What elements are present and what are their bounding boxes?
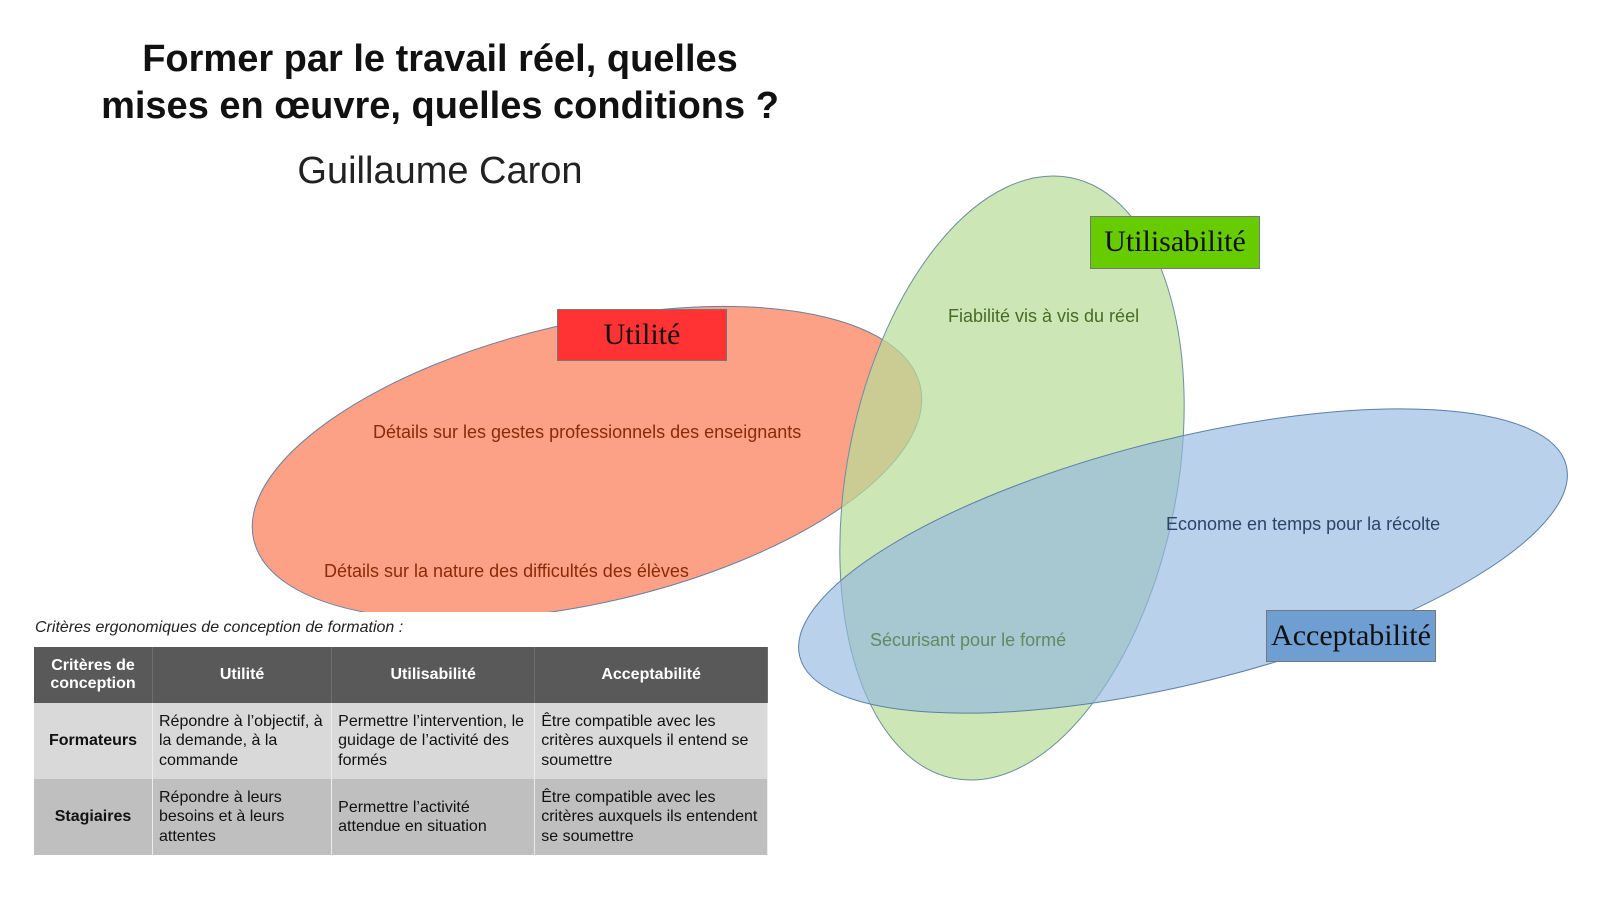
table-cell: Permettre l’activité attendue en situati…: [331, 779, 536, 855]
utilite-item-2: Détails sur la nature des difficultés de…: [324, 561, 689, 581]
utilisabilite-item-1: Fiabilité vis à vis du réel: [948, 306, 1140, 326]
table-header-row: Critères de conception Utilité Utilisabi…: [34, 647, 768, 703]
acceptabilite-item-1: Econome en temps pour la récolte: [1166, 514, 1441, 534]
author-name: Guillaume Caron: [297, 150, 583, 192]
table-row: Stagiaires Répondre à leurs besoins et à…: [34, 779, 768, 855]
intersection-item: Sécurisant pour le formé: [870, 630, 1067, 650]
table-cell: Permettre l’intervention, le guidage de …: [331, 703, 536, 779]
table-cell: Être compatible avec les critères auxque…: [534, 779, 768, 855]
table-cell: Répondre à l’objectif, à la demande, à l…: [152, 703, 333, 779]
utilisabilite-label: Utilisabilité: [1090, 216, 1260, 269]
header-acceptabilite: Acceptabilité: [534, 647, 768, 703]
utilite-item-1: Détails sur les gestes professionnels de…: [373, 422, 802, 442]
utilite-label: Utilité: [557, 309, 727, 361]
acceptabilite-label: Acceptabilité: [1266, 610, 1436, 662]
criteria-table: Critères de conception Utilité Utilisabi…: [34, 647, 768, 855]
title-line-1: Former par le travail réel, quelles: [142, 38, 738, 80]
table-cell: Répondre à leurs besoins et à leurs atte…: [152, 779, 333, 855]
acceptabilite-ellipse: [798, 408, 1568, 714]
row-header: Formateurs: [34, 703, 153, 779]
table-row: Formateurs Répondre à l’objectif, à la d…: [34, 703, 768, 779]
header-utilisabilite: Utilisabilité: [331, 647, 536, 703]
title-line-2: mises en œuvre, quelles conditions ?: [101, 85, 779, 127]
table-caption: Critères ergonomiques de conception de f…: [35, 619, 404, 636]
header-criteria: Critères de conception: [34, 647, 153, 703]
row-header: Stagiaires: [34, 779, 153, 855]
slide-title: Former par le travail réel, quelles mise…: [40, 36, 840, 130]
table-cell: Être compatible avec les critères auxque…: [534, 703, 768, 779]
header-utilite: Utilité: [152, 647, 333, 703]
